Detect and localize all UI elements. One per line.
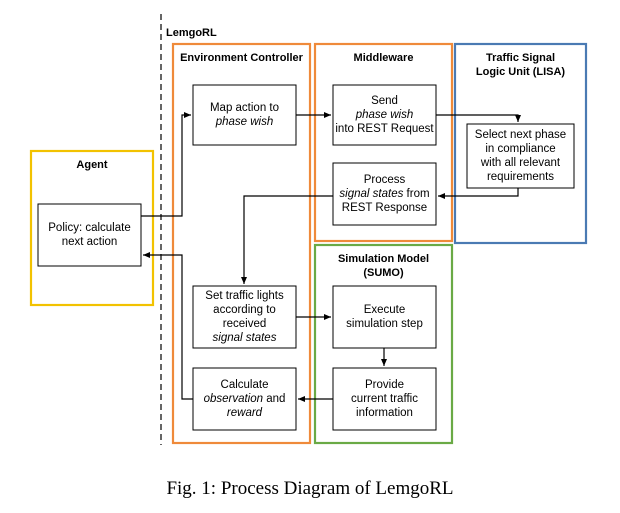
lisa-title: Traffic Signal Logic Unit (LISA) [455,51,586,79]
agent-frame [29,149,155,307]
lisa-frame [453,42,588,245]
lisa-title-line1: Traffic Signal [485,52,556,64]
arrow-policy-to-map [141,112,191,217]
send-line3: into REST Request [335,123,434,135]
provide-line3: information [356,407,413,419]
execute-box [332,285,437,349]
calculate-line3: reward [226,407,263,419]
set-lights-box [192,285,297,349]
map-action-box [192,84,297,146]
process-line3: REST Response [341,202,428,214]
sumo-frame [313,243,454,445]
diagram-canvas [29,14,588,445]
sumo-title-line1: Simulation Model [337,253,430,265]
set-lights-line3: received [222,318,267,330]
execute-line2: simulation step [346,318,423,330]
arrow-process-to-set-lights [241,195,333,284]
calculate-line2: observation [203,393,264,405]
policy-line2: next action [61,236,118,248]
execute-text: Execute simulation step [333,286,436,348]
map-action-line2: phase wish [215,116,274,128]
process-line1: Process [363,174,406,186]
arrow-send-to-select [436,114,521,122]
select-phase-text: Select next phase in compliance with all… [467,124,574,188]
figure-caption: Fig. 1: Process Diagram of LemgoRL [166,478,454,499]
policy-text: Policy: calculate next action [38,204,141,266]
map-action-line1: Map action to [209,102,280,114]
select-phase-line4: requirements [486,171,555,183]
calculate-line2-tail: and [263,393,286,405]
send-line1: Send [371,95,398,107]
process-box [332,162,437,226]
middleware-title: Middleware [353,52,414,64]
send-line2: phase wish [355,109,414,121]
calculate-box [192,367,297,431]
policy-line1: Policy: calculate [48,222,131,234]
process-diagram: LemgoRL Agent Environment Controller Mid… [29,14,588,445]
execute-line1: Execute [363,304,406,316]
lisa-title-line2: Logic Unit (LISA) [475,66,566,78]
provide-line1: Provide [365,379,404,391]
process-line2: signal states [339,188,404,200]
calculate-text: Calculate observation and reward [193,368,296,430]
sumo-title: Simulation Model (SUMO) [315,252,452,280]
sumo-title-line2: (SUMO) [363,267,404,279]
policy-box [37,203,142,267]
map-action-text: Map action to phase wish [193,85,296,145]
set-lights-line1: Set traffic lights [205,290,284,302]
select-phase-box [466,123,575,189]
environment-controller-title: Environment Controller [180,52,303,64]
arrow-calculate-to-policy [143,252,193,400]
select-phase-line1: Select next phase [474,129,567,141]
set-lights-text: Set traffic lights according to received… [193,286,296,348]
calculate-line1: Calculate [220,379,269,391]
environment-controller-frame [171,42,312,445]
arrow-select-to-process [438,188,519,199]
agent-title: Agent [76,159,108,171]
middleware-frame [313,42,454,243]
system-label: LemgoRL [166,27,217,39]
process-text: Process signal states from REST Response [333,163,436,225]
send-text: Send phase wish into REST Request [333,85,436,145]
process-line2-tail: from [403,188,430,200]
send-box [332,84,437,146]
provide-text: Provide current traffic information [333,368,436,430]
set-lights-line4: signal states [212,332,277,344]
select-phase-line2: in compliance [485,143,556,155]
provide-line2: current traffic [351,393,418,405]
set-lights-line2: according to [213,304,276,316]
select-phase-line3: with all relevant [480,157,561,169]
